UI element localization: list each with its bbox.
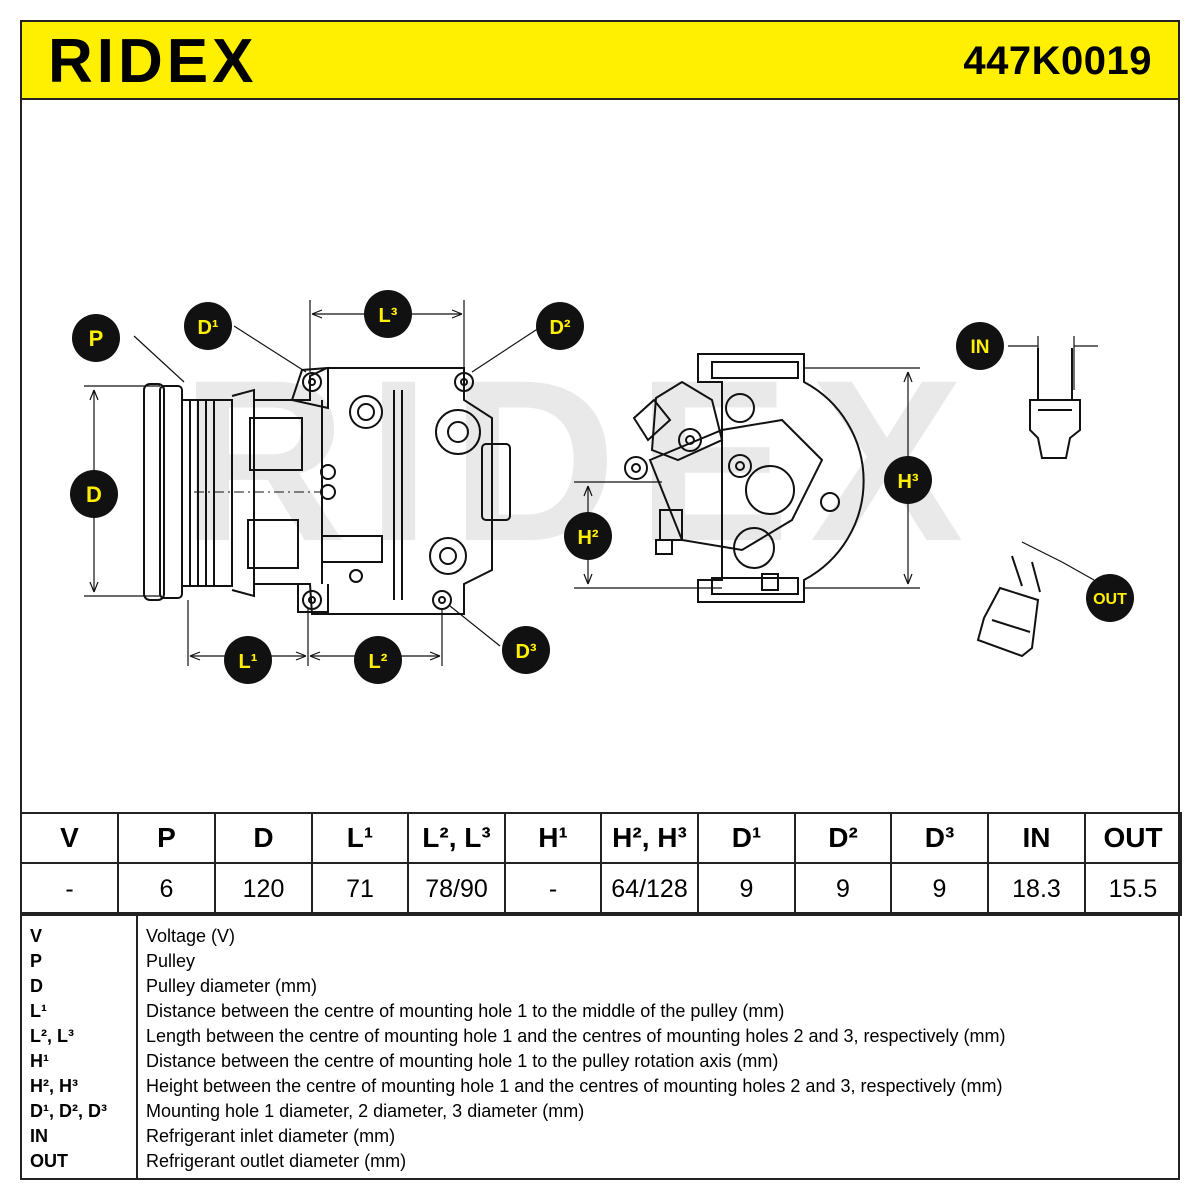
legend-description: Distance between the centre of mounting … — [146, 1051, 779, 1071]
legend-description: Refrigerant outlet diameter (mm) — [146, 1151, 407, 1171]
spec-value-cell: - — [504, 862, 602, 916]
label-p-text: P — [89, 326, 104, 351]
label-l2-text: L² — [369, 651, 388, 673]
label-bubble-l3: L³ — [364, 290, 412, 338]
legend-key: L², L³ — [30, 1026, 74, 1046]
spec-value-cell: 6 — [117, 862, 216, 916]
legend-key: H², H³ — [30, 1076, 78, 1096]
label-bubble-in: IN — [956, 322, 1004, 370]
spec-value-cell: 9 — [697, 862, 796, 916]
spec-value-cell: 120 — [214, 862, 313, 916]
legend-row: P Pulley — [22, 949, 1178, 974]
legend-description: Refrigerant inlet diameter (mm) — [146, 1126, 396, 1146]
label-d3-text: D³ — [515, 641, 536, 663]
legend-row: V Voltage (V) — [22, 924, 1178, 949]
header-banner: RIDEX 447K0019 — [20, 20, 1180, 100]
spec-value-row: - 6 120 71 78/90 - 64/128 9 9 9 18.3 15.… — [20, 862, 1182, 916]
legend-key: D — [30, 976, 43, 996]
label-h3-text: H³ — [897, 471, 918, 493]
legend-key: IN — [30, 1126, 48, 1146]
legend-key: P — [30, 951, 43, 971]
label-l3-text: L³ — [379, 305, 398, 327]
label-bubble-d3: D³ — [502, 626, 550, 674]
outlet-dimension — [1021, 541, 1095, 581]
legend-key: D¹, D², D³ — [30, 1101, 107, 1121]
part-number: 447K0019 — [963, 39, 1152, 83]
spec-value-cell: 9 — [794, 862, 892, 916]
spec-header-cell: D³ — [890, 812, 989, 864]
spec-header-cell: D¹ — [697, 812, 796, 864]
spec-value-cell: 64/128 — [600, 862, 699, 916]
spec-header-cell: L¹ — [311, 812, 409, 864]
legend-description: Mounting hole 1 diameter, 2 diameter, 3 … — [146, 1101, 585, 1121]
legend-description: Distance between the centre of mounting … — [146, 1001, 785, 1021]
legend-box: V Voltage (V) P Pulley D Pulley diameter… — [20, 912, 1180, 1180]
label-bubble-out: OUT — [1086, 574, 1134, 622]
specification-table: V P D L¹ L², L³ H¹ H², H³ D¹ D² D³ IN OU… — [20, 812, 1182, 916]
legend-key: OUT — [30, 1151, 68, 1171]
legend-divider — [136, 914, 138, 1178]
legend-row: L², L³ Length between the centre of moun… — [22, 1024, 1178, 1049]
spec-header-cell: L², L³ — [407, 812, 506, 864]
spec-header-cell: V — [20, 812, 119, 864]
dimension-lines-front — [574, 367, 920, 589]
spec-header-cell: OUT — [1084, 812, 1182, 864]
legend-row: L¹ Distance between the centre of mounti… — [22, 999, 1178, 1024]
legend-row: H², H³ Height between the centre of moun… — [22, 1074, 1178, 1099]
legend-row: H¹ Distance between the centre of mounti… — [22, 1049, 1178, 1074]
label-bubble-l2: L² — [354, 636, 402, 684]
label-bubble-p: P — [72, 314, 120, 362]
spec-header-cell: H², H³ — [600, 812, 699, 864]
legend-description: Length between the centre of mounting ho… — [146, 1026, 1006, 1046]
outlet-fitting — [976, 555, 1041, 658]
label-bubble-d: D — [70, 470, 118, 518]
legend-key: L¹ — [30, 1001, 47, 1021]
dimension-lines-side — [84, 300, 543, 666]
spec-header-cell: D² — [794, 812, 892, 864]
legend-description: Voltage (V) — [146, 926, 236, 946]
legend-key: V — [30, 926, 43, 946]
label-bubble-h3: H³ — [884, 456, 932, 504]
spec-header-cell: D — [214, 812, 313, 864]
label-d2-text: D² — [549, 317, 570, 339]
legend-description: Height between the centre of mounting ho… — [146, 1076, 1003, 1096]
legend-row: D¹, D², D³ Mounting hole 1 diameter, 2 d… — [22, 1099, 1178, 1124]
brand-logo: RIDEX — [48, 27, 258, 96]
label-bubble-d1: D¹ — [184, 302, 232, 350]
inlet-dimension — [1008, 336, 1098, 390]
spec-value-cell: 78/90 — [407, 862, 506, 916]
spec-value-cell: 15.5 — [1084, 862, 1182, 916]
label-in-text: IN — [971, 337, 990, 358]
label-l1-text: L¹ — [239, 651, 258, 673]
label-out-text: OUT — [1093, 591, 1127, 608]
label-bubble-d2: D² — [536, 302, 584, 350]
spec-value-cell: 18.3 — [987, 862, 1086, 916]
compressor-front-view — [624, 353, 865, 603]
spec-header-cell: IN — [987, 812, 1086, 864]
spec-header-cell: H¹ — [504, 812, 602, 864]
legend-description: Pulley — [146, 951, 196, 971]
legend-description: Pulley diameter (mm) — [146, 976, 318, 996]
label-bubble-l1: L¹ — [224, 636, 272, 684]
label-d1-text: D¹ — [197, 317, 218, 339]
label-bubble-h2: H² — [564, 512, 612, 560]
label-h2-text: H² — [577, 527, 598, 549]
legend-key: H¹ — [30, 1051, 49, 1071]
legend-row: OUT Refrigerant outlet diameter (mm) — [22, 1149, 1178, 1174]
spec-value-cell: 71 — [311, 862, 409, 916]
compressor-side-view — [143, 366, 511, 615]
spec-header-cell: P — [117, 812, 216, 864]
legend-row: IN Refrigerant inlet diameter (mm) — [22, 1124, 1178, 1149]
technical-drawing: RIDEX — [22, 100, 1178, 812]
legend-row: D Pulley diameter (mm) — [22, 974, 1178, 999]
label-d-text: D — [86, 482, 102, 507]
spec-value-cell: - — [20, 862, 119, 916]
spec-value-cell: 9 — [890, 862, 989, 916]
spec-header-row: V P D L¹ L², L³ H¹ H², H³ D¹ D² D³ IN OU… — [20, 812, 1182, 864]
